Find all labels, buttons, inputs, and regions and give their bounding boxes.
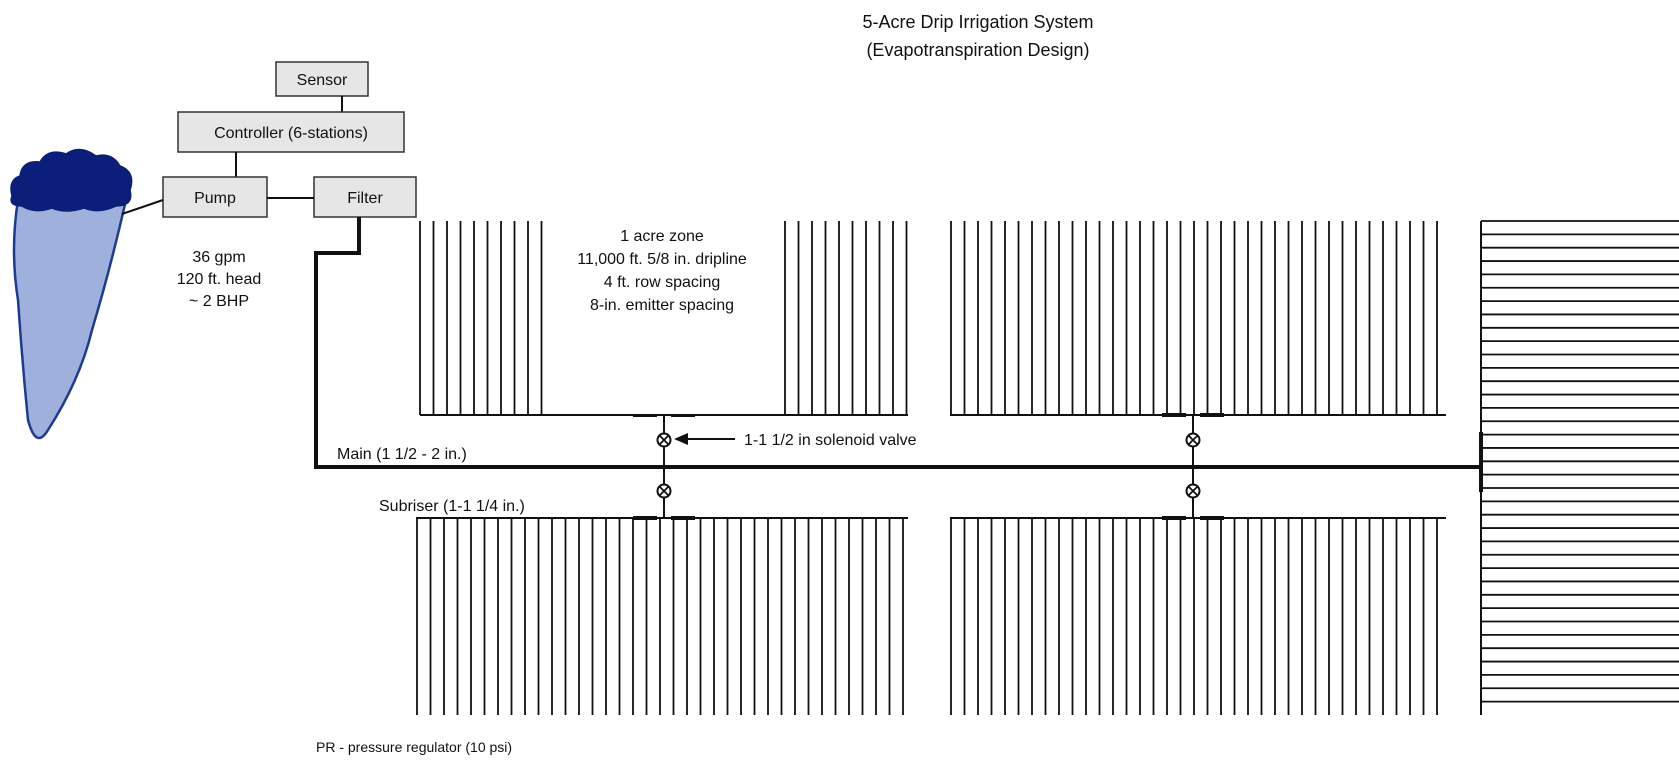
dripline-laterals <box>416 220 1679 715</box>
sensor-box: Sensor <box>275 61 369 97</box>
zone-info-line-4: 8-in. emitter spacing <box>590 297 734 314</box>
main-label: Main (1 1/2 - 2 in.) <box>337 446 467 463</box>
zone-info-line-1: 1 acre zone <box>620 228 704 245</box>
legend-label: PR - pressure regulator (10 psi) <box>316 739 512 755</box>
pump-label: Pump <box>194 190 236 207</box>
pump-box: Pump <box>162 176 268 218</box>
title-line-1: 5-Acre Drip Irrigation System <box>862 12 1093 32</box>
water-source-icon <box>10 148 133 440</box>
filter-label: Filter <box>347 190 383 207</box>
solenoid-valve-icon <box>1185 483 1201 499</box>
zone-info-line-3: 4 ft. row spacing <box>604 274 721 291</box>
pump-spec-flow: 36 gpm <box>192 249 245 266</box>
arrow-left-icon <box>674 433 735 445</box>
zone-info-line-2: 11,000 ft. 5/8 in. dripline <box>577 251 747 268</box>
main-line <box>314 217 1481 469</box>
solenoid-valve-icon <box>656 483 672 499</box>
pump-spec-power: ~ 2 BHP <box>189 293 249 310</box>
filter-box: Filter <box>313 176 417 218</box>
pressure-regulators <box>633 413 1224 520</box>
title-line-2: (Evapotranspiration Design) <box>866 40 1089 60</box>
controller-label: Controller (6-stations) <box>214 125 368 142</box>
solenoid-valve-icon <box>656 432 672 448</box>
valve-label: 1-1 1/2 in solenoid valve <box>744 432 917 449</box>
pump-spec-head: 120 ft. head <box>177 271 262 288</box>
solenoid-valve-icon <box>1185 432 1201 448</box>
zone-info-panel <box>551 218 772 414</box>
controller-box: Controller (6-stations) <box>177 111 405 153</box>
sensor-label: Sensor <box>297 72 348 89</box>
subriser-label: Subriser (1-1 1/4 in.) <box>379 498 525 515</box>
